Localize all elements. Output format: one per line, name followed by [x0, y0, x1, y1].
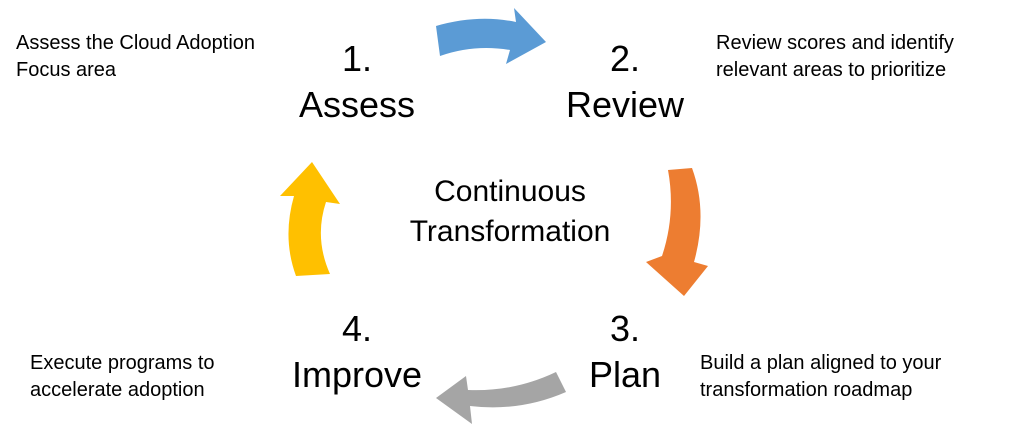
step-assess: 1. Assess [272, 36, 442, 128]
note-line: Execute programs to [30, 352, 215, 374]
step-number: 4. [341, 308, 373, 349]
step-name: Review [565, 84, 685, 125]
note-line: relevant areas to prioritize [716, 59, 947, 81]
improve-to-assess-arrow [280, 162, 340, 276]
note-line: Assess the Cloud Adoption [16, 32, 256, 54]
note-line: Review scores and identify [716, 32, 954, 54]
step-name: Plan [588, 354, 662, 395]
note-line: transformation roadmap [700, 379, 913, 401]
assess-to-review-arrow [436, 8, 546, 64]
note-line: Focus area [16, 59, 117, 81]
plan-to-improve-arrow [436, 372, 566, 424]
center-label-line2: Transformation [409, 215, 611, 248]
step-plan: 3. Plan [540, 306, 710, 398]
note-line: accelerate adoption [30, 379, 205, 401]
review-to-plan-arrow [646, 168, 708, 296]
step-improve: 4. Improve [272, 306, 442, 398]
step-name: Assess [298, 84, 416, 125]
step-number: 3. [609, 308, 641, 349]
step-review: 2. Review [540, 36, 710, 128]
note-plan: Build a plan aligned to your transformat… [700, 350, 941, 404]
note-review: Review scores and identify relevant area… [716, 30, 954, 84]
step-number: 2. [609, 38, 641, 79]
note-line: Build a plan aligned to your [700, 352, 942, 374]
note-assess: Assess the Cloud Adoption Focus area [16, 30, 255, 84]
note-improve: Execute programs to accelerate adoption [30, 350, 215, 404]
center-label: Continuous Transformation [360, 172, 660, 252]
step-number: 1. [341, 38, 373, 79]
center-label-line1: Continuous [434, 175, 586, 208]
step-name: Improve [291, 354, 423, 395]
